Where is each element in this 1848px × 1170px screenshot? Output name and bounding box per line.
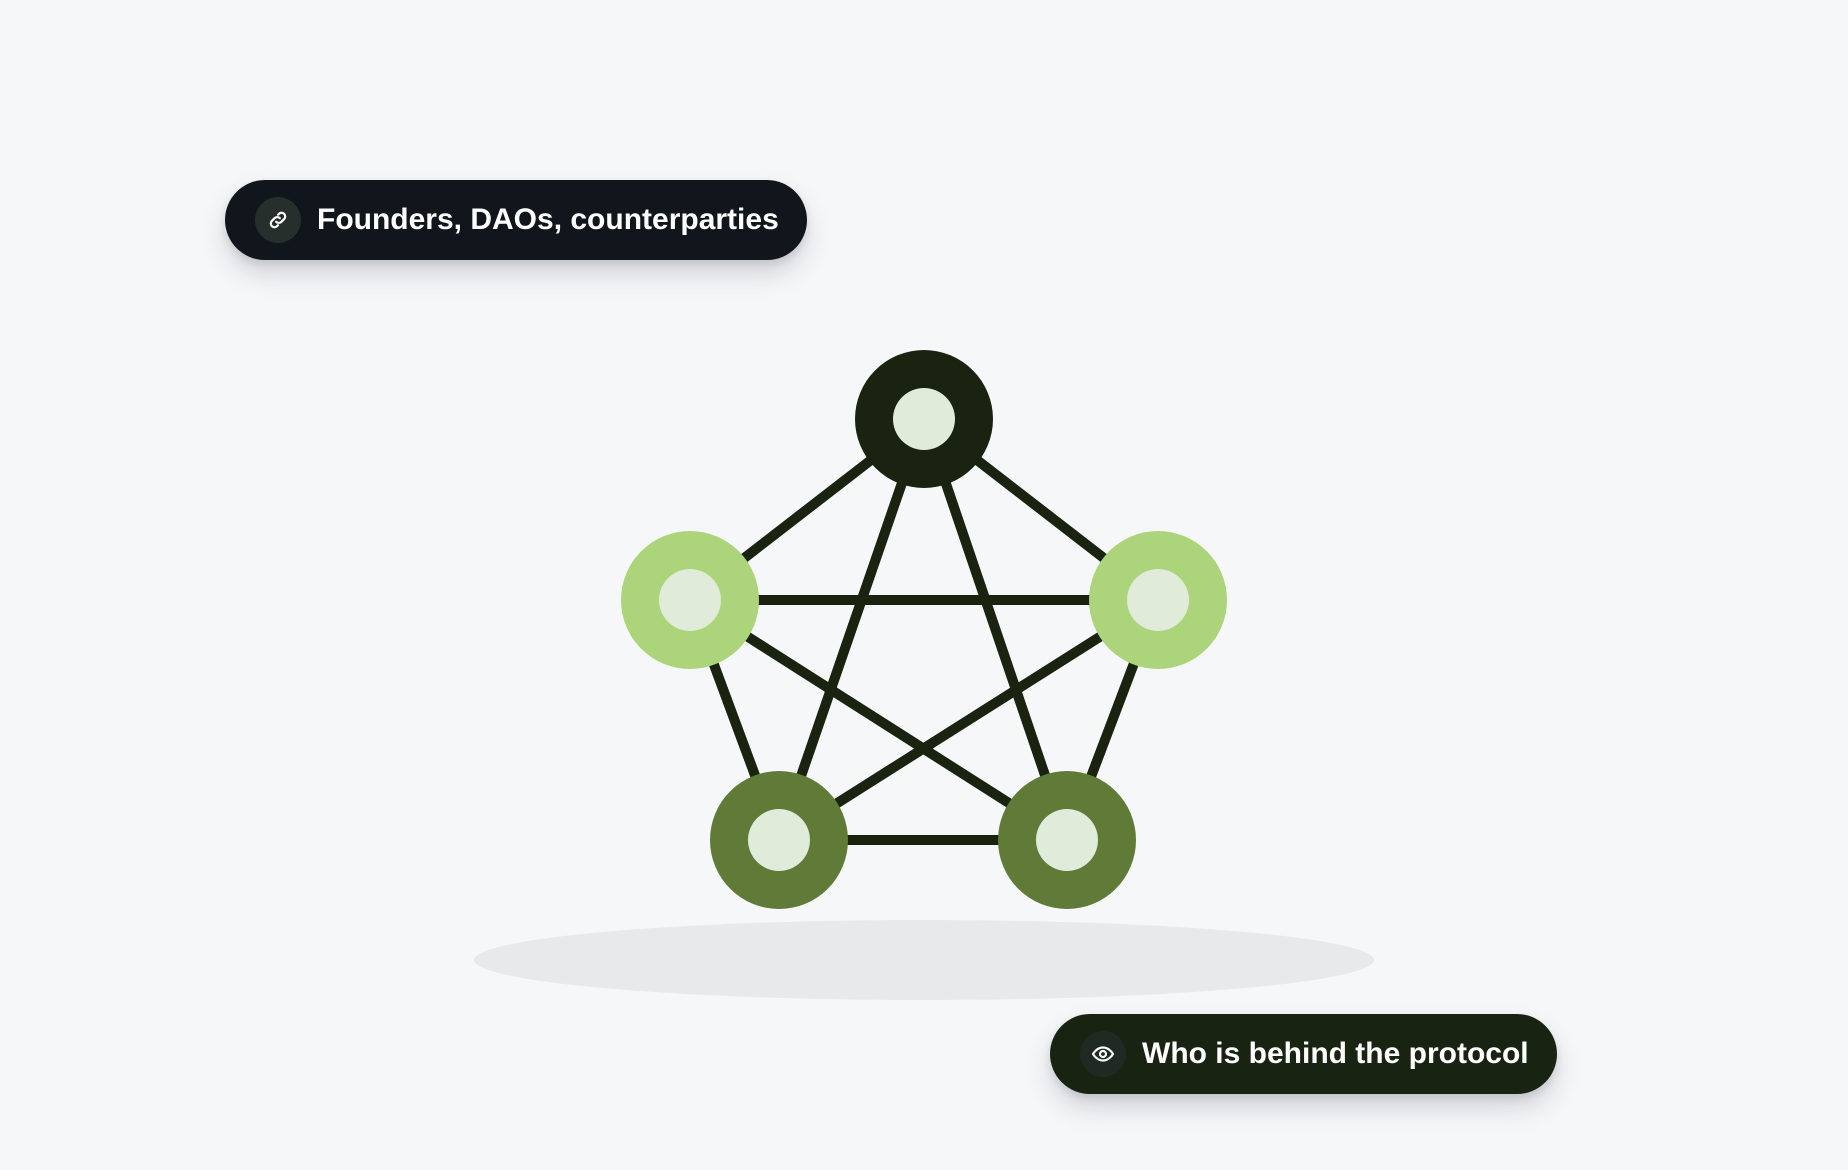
node-bottom-left: [710, 771, 848, 909]
node-left: [621, 531, 759, 669]
edge-right-to-bottom-left: [776, 595, 1161, 845]
who-behind-protocol-pill: Who is behind the protocol: [1050, 1014, 1557, 1094]
node-right: [1089, 531, 1227, 669]
node-bottom-right-core: [1036, 809, 1098, 871]
network-nodes: [621, 350, 1227, 909]
ground-shadow: [474, 920, 1374, 1000]
node-right-core: [1127, 569, 1189, 631]
founders-daos-label: Founders, DAOs, counterparties: [317, 203, 779, 236]
node-bottom-right: [998, 771, 1136, 909]
node-bottom-left-core: [748, 809, 810, 871]
node-left-core: [659, 569, 721, 631]
node-top-core: [893, 388, 955, 450]
edge-top-to-bottom-left: [774, 417, 929, 842]
edge-top-to-bottom-right: [919, 417, 1072, 842]
eye-icon: [1080, 1031, 1126, 1077]
who-behind-protocol-label: Who is behind the protocol: [1142, 1037, 1529, 1070]
founders-daos-pill: Founders, DAOs, counterparties: [225, 180, 807, 260]
edge-left-to-bottom-right: [687, 595, 1070, 845]
node-top: [855, 350, 993, 488]
link-icon: [255, 197, 301, 243]
